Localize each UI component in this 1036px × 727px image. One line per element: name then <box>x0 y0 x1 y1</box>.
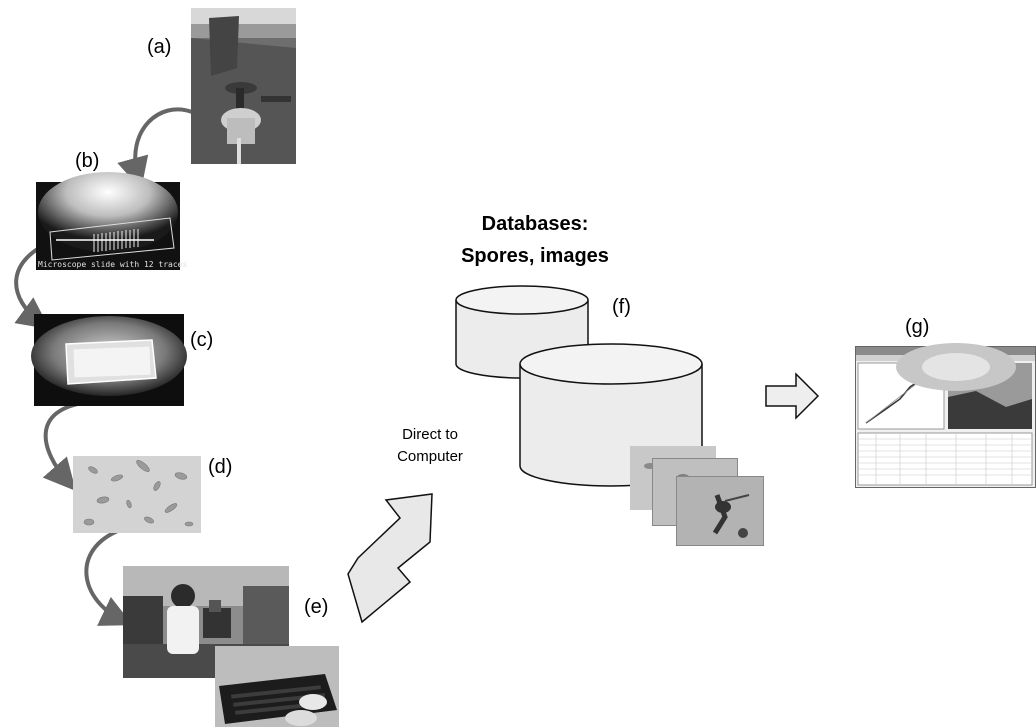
direct-text-line2: Computer <box>397 448 463 465</box>
keyboard-photo <box>215 646 339 727</box>
slide-caption: Microscope slide with 12 traces <box>38 260 188 269</box>
database-title-line1: Databases: <box>481 213 589 235</box>
label-e: (e) <box>304 596 329 618</box>
direct-to-computer-text: Direct to Computer <box>380 424 480 468</box>
stacked-image-3 <box>676 476 764 546</box>
upward-block-arrow <box>347 493 433 624</box>
label-g: (g) <box>905 316 930 338</box>
connector-a-to-b <box>117 107 193 190</box>
spores-micrograph <box>73 456 201 533</box>
microscope-slide-photo: Microscope slide with 12 traces <box>36 172 187 270</box>
label-d: (d) <box>208 456 233 478</box>
label-b: (b) <box>75 150 100 172</box>
slide-on-stage-photo <box>31 314 187 406</box>
analysis-software-screenshot <box>855 343 1036 488</box>
spore-trap-photo <box>191 8 296 164</box>
right-block-arrow <box>765 372 820 420</box>
label-f: (f) <box>612 296 631 318</box>
database-title: Databases: Spores, images <box>430 208 640 272</box>
label-a: (a) <box>147 36 172 58</box>
connector-d-to-e <box>84 528 133 626</box>
label-c: (c) <box>190 329 214 351</box>
database-title-line2: Spores, images <box>461 245 609 267</box>
direct-text-line1: Direct to <box>402 426 458 443</box>
